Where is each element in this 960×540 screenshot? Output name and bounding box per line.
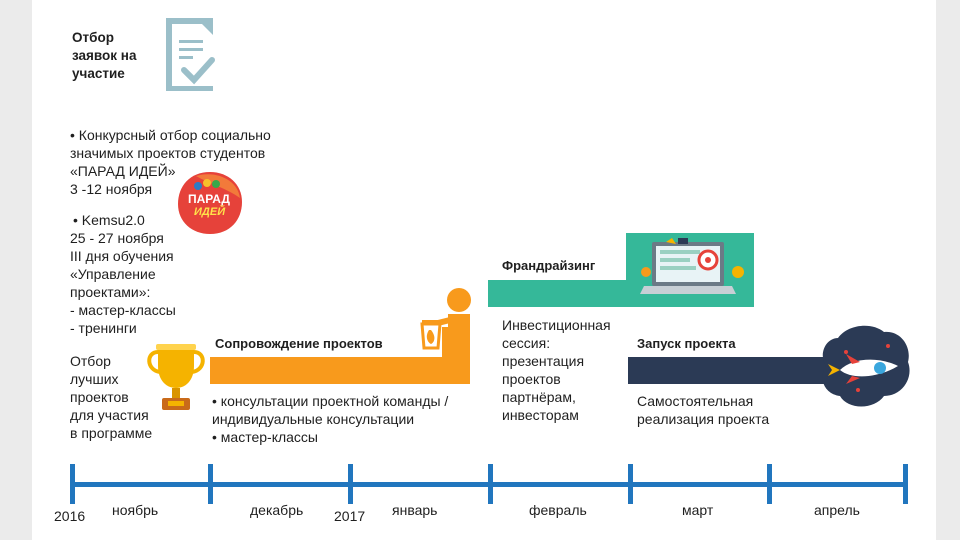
month-march: март (682, 502, 714, 518)
timeline-tick (767, 464, 772, 504)
stage3-title: Франдрайзинг (502, 258, 596, 273)
year-2016: 2016 (54, 508, 86, 524)
stage2-title: Сопровождение проектов (215, 336, 383, 351)
month-november: ноябрь (112, 502, 159, 518)
month-april: апрель (814, 502, 860, 518)
timeline-tick (70, 464, 75, 504)
stage1-paper (70, 18, 166, 91)
logo-text-idei: ИДЕЙ (194, 206, 226, 218)
timeline-tick (208, 464, 213, 504)
stage4-bar (628, 357, 846, 384)
person-lamp-icon (420, 288, 471, 358)
stage1-bullets-contest: • Конкурсный отбор социально значимых пр… (70, 127, 271, 197)
timeline-tick (903, 464, 908, 504)
timeline-tick (348, 464, 353, 504)
laptop-icon (640, 238, 744, 294)
stage1-selection: Отбор лучших проектов для участия в прог… (70, 353, 153, 441)
stage3-details: Инвестиционная сессия: презентация проек… (502, 317, 611, 423)
slide: Отбор заявок на участие • Конкурсный отб… (32, 0, 936, 540)
year-2017: 2017 (334, 508, 366, 524)
stage4-title: Запуск проекта (637, 336, 736, 351)
trophy-icon (147, 344, 205, 410)
stage1-title: Отбор заявок на участие (72, 30, 137, 81)
logo-text-parad: ПАРАД (188, 192, 230, 206)
timeline-tick (488, 464, 493, 504)
month-january: январь (392, 502, 438, 518)
timeline-tick (628, 464, 633, 504)
stage2-bar (210, 357, 442, 384)
month-february: февраль (529, 502, 587, 518)
rocket-icon (822, 325, 910, 407)
stage4-details: Самостоятельная реализация проекта (637, 393, 770, 427)
document-check-icon (172, 24, 216, 86)
stage2-details: • консультации проектной команды / индив… (212, 393, 449, 445)
stage1-bullets-training: • Kemsu2.0 25 - 27 ноября III дня обучен… (70, 212, 176, 336)
parad-idei-logo: ПАРАД ИДЕЙ (176, 170, 244, 236)
month-december: декабрь (250, 502, 304, 518)
